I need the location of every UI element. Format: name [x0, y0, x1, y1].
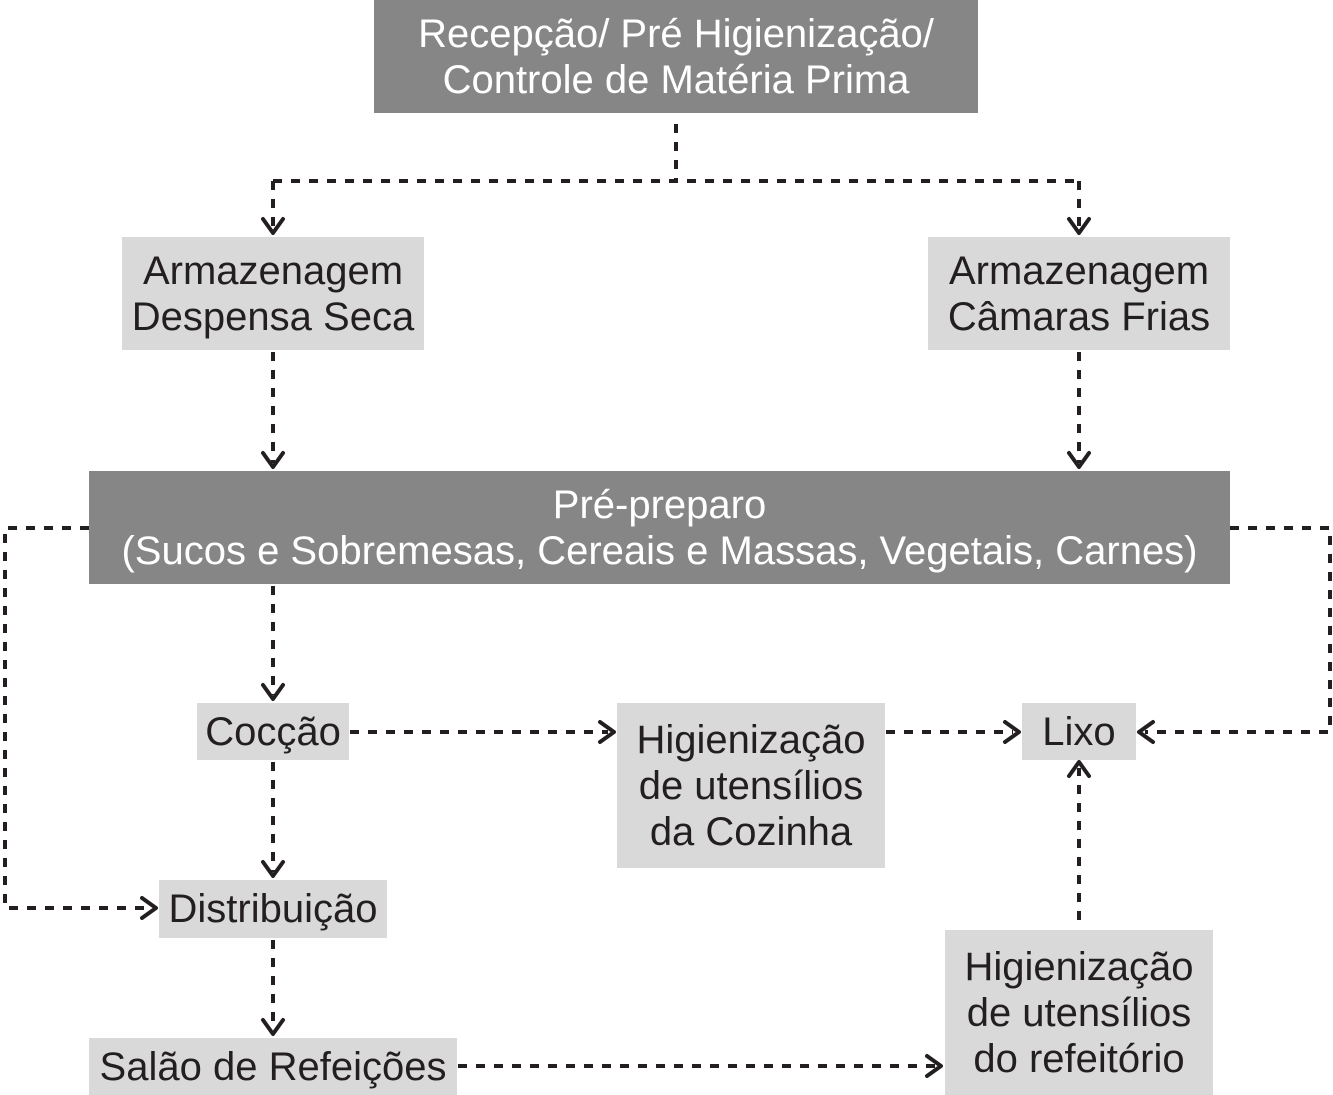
arrowhead-to-distribuicao-left [140, 896, 158, 920]
node-higienizacao-cozinha-line-2: de utensílios [638, 763, 864, 808]
node-camaras-frias-line-1: Armazenagem [948, 248, 1210, 293]
node-higienizacao-refeitorio-line-3: do refeitório [973, 1036, 1185, 1081]
node-coccao-line-1: Cocção [205, 709, 341, 754]
node-higienizacao-refeitorio: Higienização de utensílios do refeitório [945, 930, 1213, 1095]
node-distribuicao-line-1: Distribuição [168, 887, 378, 931]
node-lixo: Lixo [1022, 703, 1136, 760]
node-higienizacao-cozinha-line-1: Higienização [636, 717, 866, 762]
node-recepcao: Recepção/ Pré Higienização/ Controle de … [374, 0, 978, 113]
node-camaras-frias-line-2: Câmaras Frias [947, 294, 1211, 339]
node-despensa-seca: Armazenagem Despensa Seca [122, 237, 424, 350]
node-higienizacao-cozinha-line-3: da Cozinha [649, 809, 853, 854]
connector-prepreparo-to-distribuicao [3, 526, 150, 910]
node-higienizacao-refeitorio-line-1: Higienização [964, 944, 1194, 989]
node-salao: Salão de Refeições [89, 1038, 457, 1095]
node-higienizacao-cozinha: Higienização de utensílios da Cozinha [617, 703, 885, 868]
arrowhead-to-higienizacao-refeitorio [925, 1054, 943, 1078]
arrowhead-to-higienizacao-cozinha [598, 720, 616, 744]
arrowhead-cozinha-to-lixo [1003, 720, 1021, 744]
arrowhead-to-despensa [261, 217, 285, 235]
node-higienizacao-refeitorio-line-2: de utensílios [966, 990, 1192, 1035]
arrowhead-coccao-to-distribuicao [261, 860, 285, 878]
arrowhead-to-lixo-right [1137, 720, 1155, 744]
node-pre-preparo-line-1: Pré-preparo [552, 482, 767, 527]
arrowhead-to-salao [261, 1018, 285, 1036]
node-recepcao-line-1: Recepção/ Pré Higienização/ [418, 11, 934, 56]
node-camaras-frias: Armazenagem Câmaras Frias [928, 237, 1230, 350]
arrowhead-camaras-to-prepreparo [1067, 451, 1091, 469]
node-distribuicao: Distribuição [159, 880, 387, 938]
connector-prepreparo-to-lixo [1145, 526, 1332, 734]
node-recepcao-line-2: Controle de Matéria Prima [442, 57, 910, 102]
node-pre-preparo: Pré-preparo (Sucos e Sobremesas, Cereais… [89, 471, 1230, 584]
node-coccao: Cocção [197, 703, 349, 760]
arrowhead-to-camaras [1067, 217, 1091, 235]
arrowhead-to-coccao [261, 683, 285, 701]
connector-recepcao-split [271, 124, 1081, 229]
arrowhead-despensa-to-prepreparo [261, 451, 285, 469]
node-despensa-seca-line-2: Despensa Seca [131, 294, 415, 339]
node-salao-line-1: Salão de Refeições [99, 1044, 447, 1089]
node-lixo-line-1: Lixo [1042, 709, 1116, 754]
node-despensa-seca-line-1: Armazenagem [142, 248, 404, 293]
arrowhead-refeitorio-to-lixo [1067, 760, 1091, 778]
node-pre-preparo-line-2: (Sucos e Sobremesas, Cereais e Massas, V… [121, 528, 1198, 573]
